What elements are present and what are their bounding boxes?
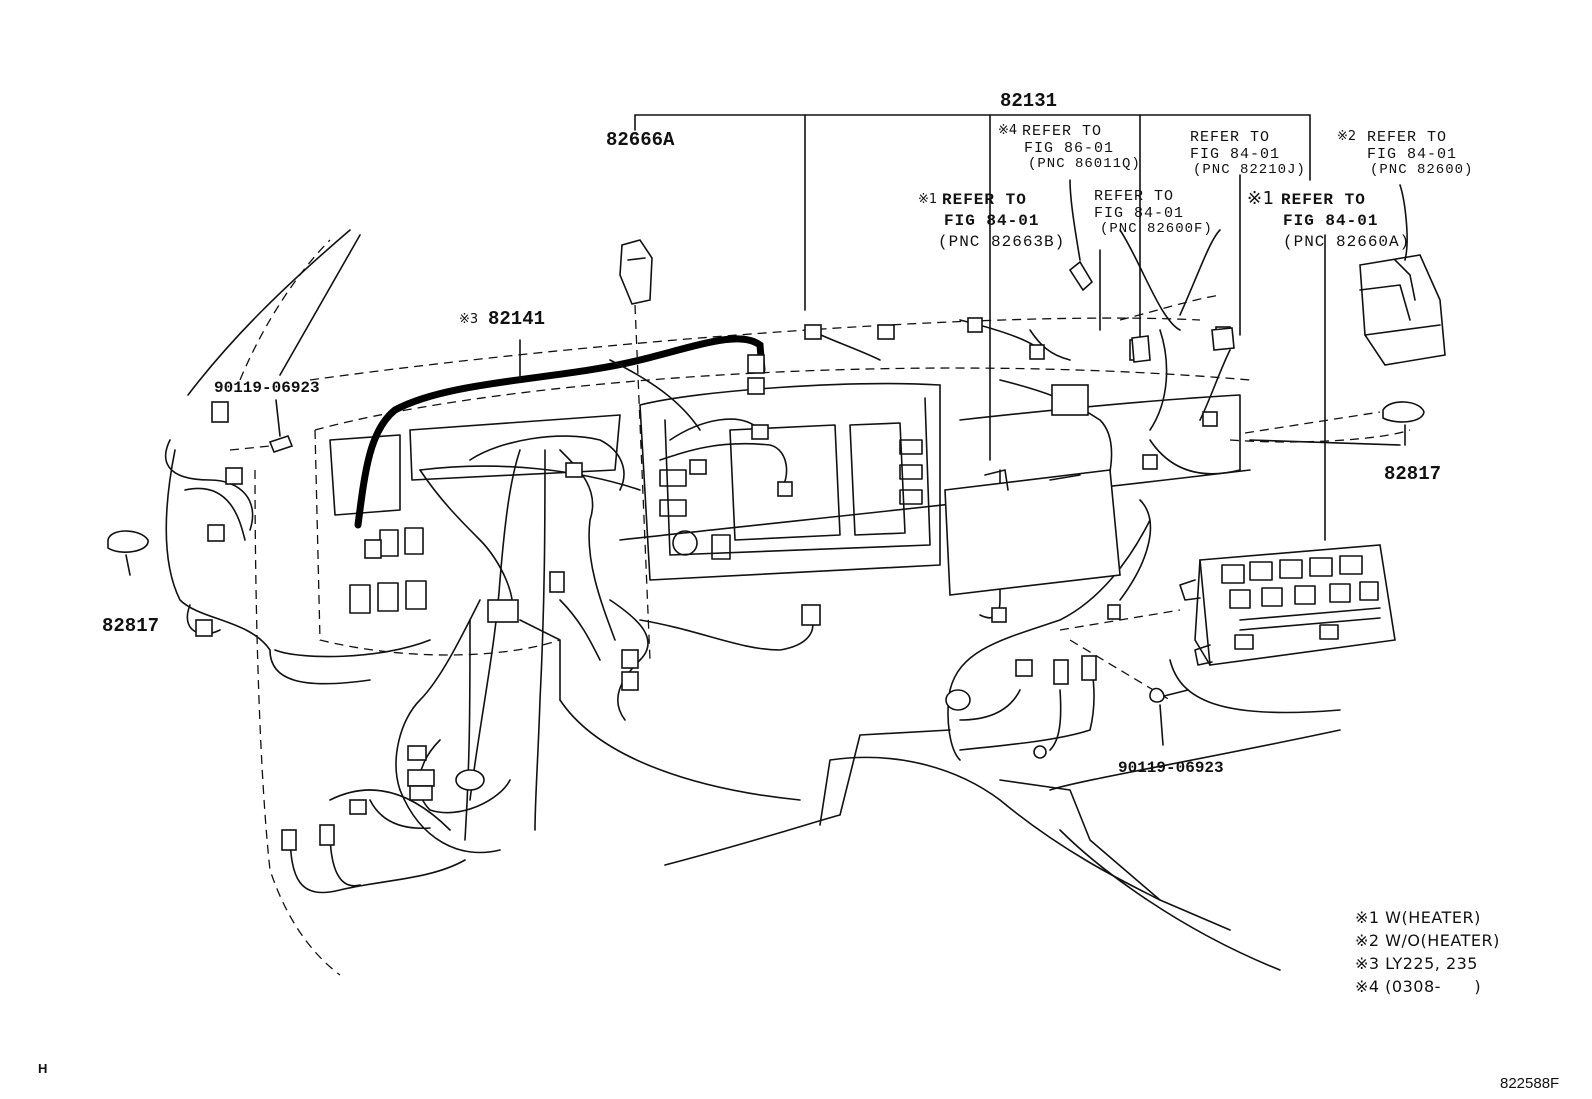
instrument-panel <box>254 367 1251 976</box>
bracket-82666a <box>619 239 653 305</box>
ref-82663-line1: REFER TO <box>942 191 1027 209</box>
ecu-upper-right <box>1359 254 1446 366</box>
ref-82660-line1: REFER TO <box>1281 191 1366 209</box>
junction-block <box>1179 544 1396 666</box>
legend-item-3: ※3 LY225, 235 <box>1355 954 1478 973</box>
connectors <box>195 317 1231 851</box>
ref-82663-line3: (PNC 82663B) <box>938 233 1066 251</box>
part-number-clamp-left: 82817 <box>102 615 160 637</box>
legend-item-1: ※1 W(HEATER) <box>1355 908 1481 927</box>
ref-82600-leader <box>1399 184 1408 261</box>
clamp-right-shape <box>1244 401 1425 446</box>
ref-82600f-line1: REFER TO <box>1094 188 1175 205</box>
ref-82600-line3: (PNC 82600) <box>1370 162 1474 178</box>
ref-86-line2: FIG 86-01 <box>1024 140 1115 157</box>
main-harness-leader-lines <box>634 114 1326 541</box>
ref-82663-mark: ※1 <box>918 192 938 207</box>
clamp-left-shape <box>107 530 149 576</box>
ref-82663-line2: FIG 84-01 <box>944 212 1040 230</box>
part-number-82131: 82131 <box>1000 90 1058 112</box>
part-number-bolt-left: 90119-06923 <box>214 379 320 397</box>
legend-item-2: ※2 W/O(HEATER) <box>1355 931 1500 950</box>
ref-82210-line1: REFER TO <box>1190 129 1271 146</box>
bolt-left-shape <box>229 399 294 453</box>
bolt-right-shape <box>1149 687 1189 746</box>
ref-86-line1: REFER TO <box>1022 123 1103 140</box>
part-number-clamp-right: 82817 <box>1384 463 1442 485</box>
part-number-82666a: 82666A <box>606 129 675 151</box>
ref-82600-line2: FIG 84-01 <box>1367 146 1458 163</box>
body-outline <box>187 229 1411 446</box>
ref-82210-line2: FIG 84-01 <box>1190 146 1281 163</box>
ref-82210-line3: (PNC 82210J) <box>1193 162 1306 178</box>
ref-82600-mark: ※2 <box>1337 129 1357 144</box>
ref-82660-line3: (PNC 82660A) <box>1283 233 1411 251</box>
ref-82660-line2: FIG 84-01 <box>1283 212 1379 230</box>
note-mark-82141: ※3 <box>459 312 479 327</box>
figure-id: 822588F <box>1500 1075 1560 1092</box>
floor-console <box>664 609 1341 971</box>
ref-82600f-line3: (PNC 82600F) <box>1100 221 1213 237</box>
ref-86-mark: ※4 <box>998 123 1018 138</box>
footer-mark: H <box>38 1061 48 1076</box>
part-number-bolt-right: 90119-06923 <box>1118 759 1224 777</box>
part-number-82141: 82141 <box>488 308 546 330</box>
ecu-center <box>944 469 1121 596</box>
ref-86-line3: (PNC 86011Q) <box>1028 156 1141 172</box>
ref-82600-line1: REFER TO <box>1367 129 1448 146</box>
legend-item-4: ※4 (0308- ) <box>1355 977 1482 996</box>
ref-82660-mark: ※1 <box>1247 188 1275 209</box>
relay-parts <box>1068 260 1235 363</box>
sub-harness-82141-wire <box>354 335 766 529</box>
leader-lines <box>519 229 1181 381</box>
ref-82600f-line2: FIG 84-01 <box>1094 205 1185 222</box>
